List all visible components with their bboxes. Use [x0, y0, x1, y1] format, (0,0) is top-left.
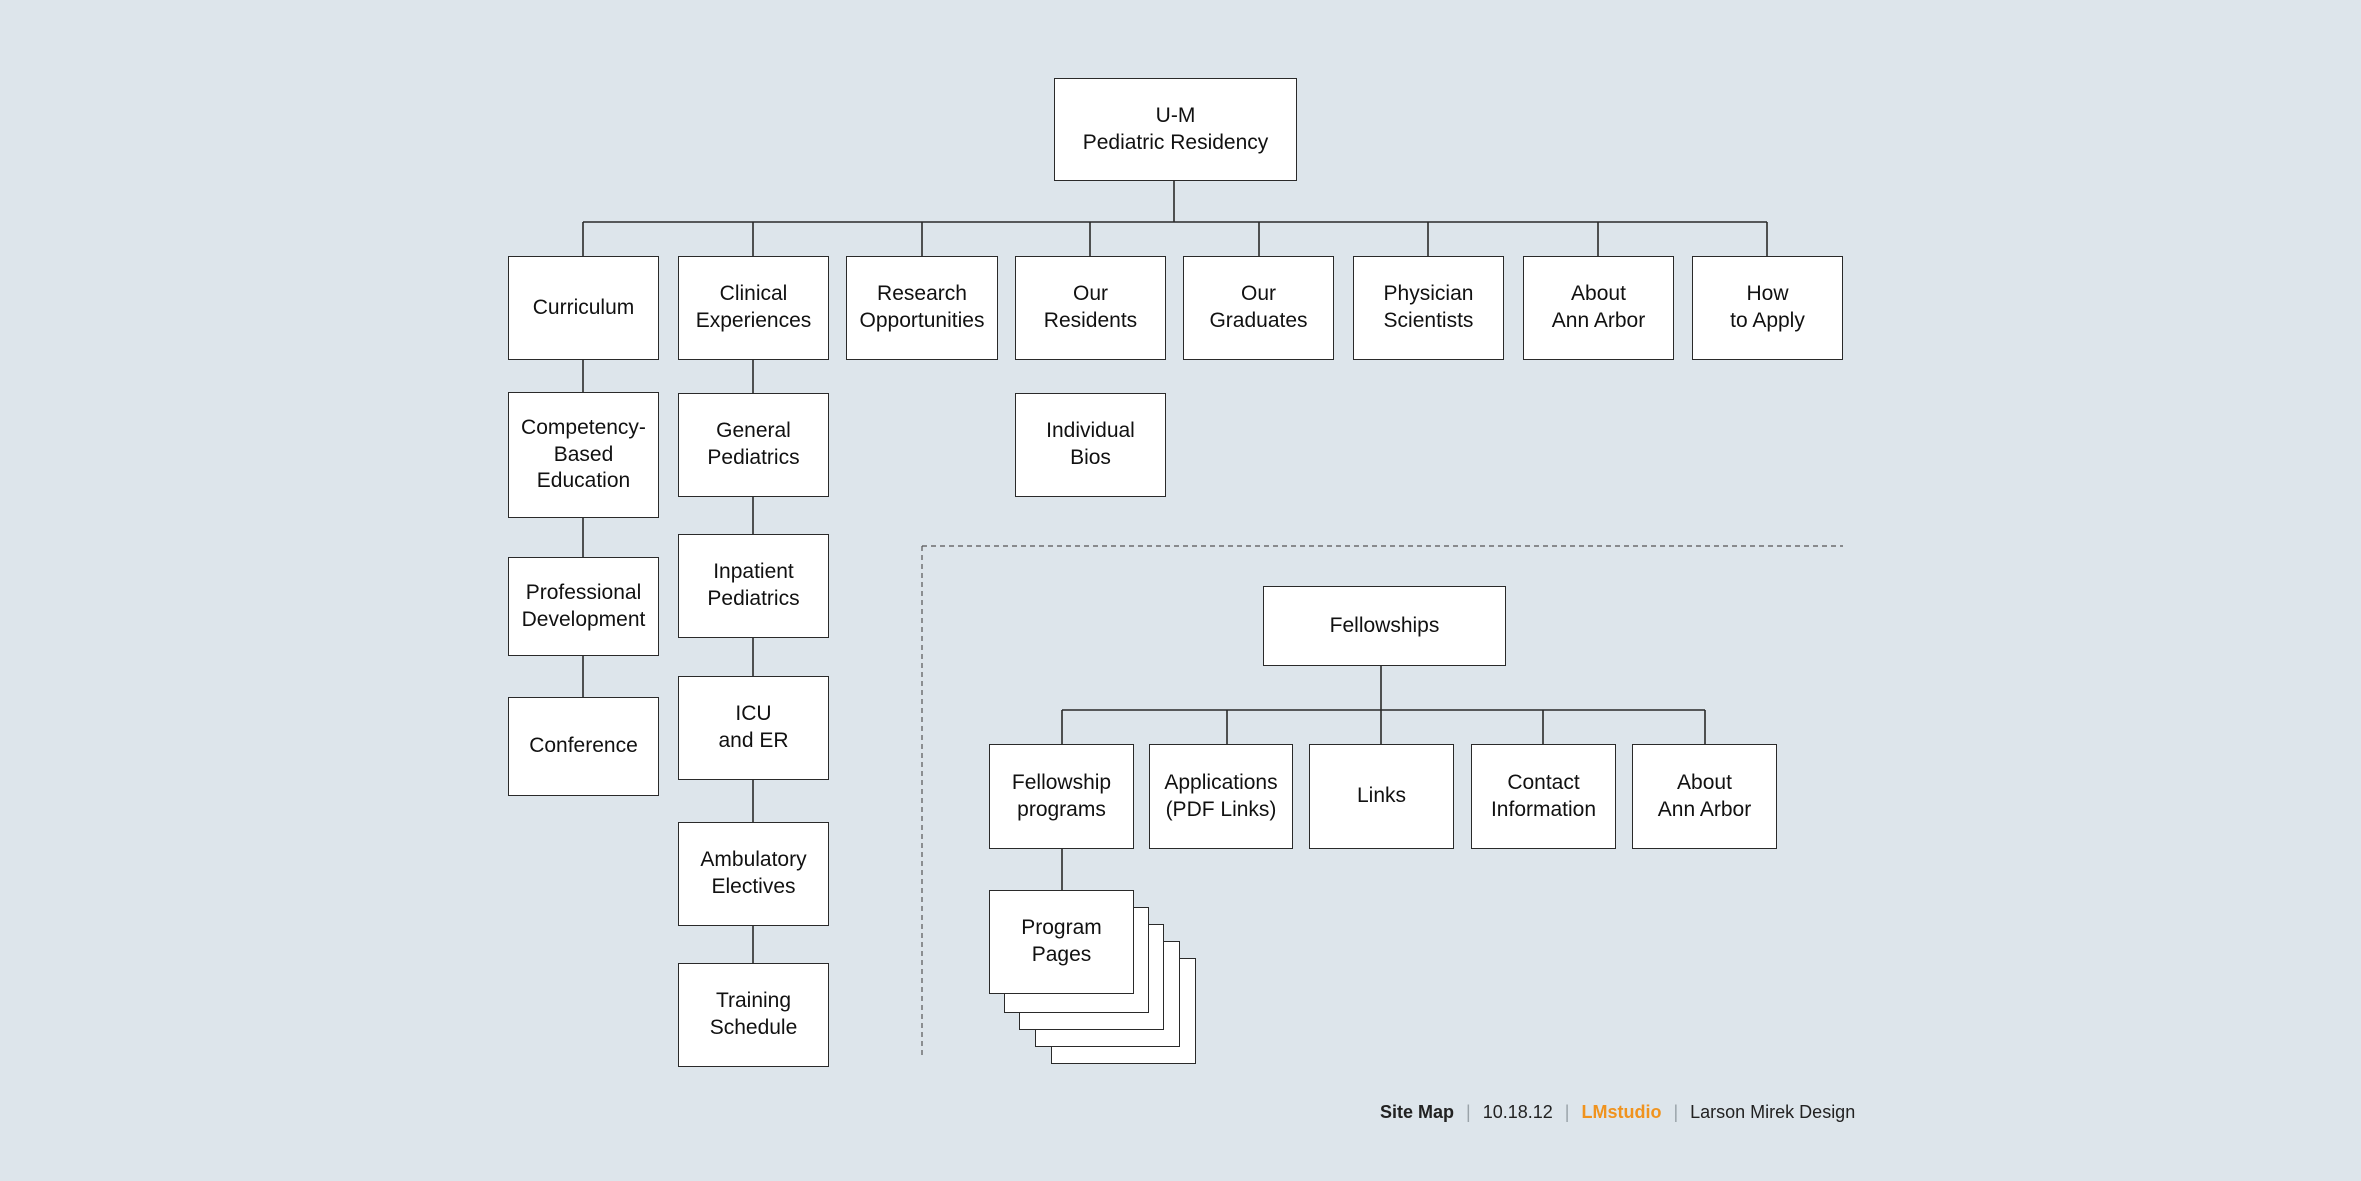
- research-opportunities-node: Research Opportunities: [846, 256, 998, 360]
- fellowships-node: Fellowships: [1263, 586, 1506, 666]
- footer-separator: |: [1466, 1101, 1471, 1122]
- inpatient-pediatrics-node: Inpatient Pediatrics: [678, 534, 829, 638]
- conference-node: Conference: [508, 697, 659, 796]
- program-pages-node: Program Pages: [989, 890, 1134, 994]
- root-node: U-M Pediatric Residency: [1054, 78, 1297, 181]
- footer-separator: |: [1564, 1101, 1570, 1122]
- icu-and-er-node: ICU and ER: [678, 676, 829, 780]
- footer-title: Site Map: [1380, 1101, 1455, 1122]
- fellowship-programs-node: Fellowship programs: [989, 744, 1134, 849]
- fellowships-about-ann-arbor-node: About Ann Arbor: [1632, 744, 1777, 849]
- individual-bios-node: Individual Bios: [1015, 393, 1166, 497]
- about-ann-arbor-node: About Ann Arbor: [1523, 256, 1674, 360]
- our-residents-node: Our Residents: [1015, 256, 1166, 360]
- clinical-experiences-node: Clinical Experiences: [678, 256, 829, 360]
- how-to-apply-node: How to Apply: [1692, 256, 1843, 360]
- training-schedule-node: Training Schedule: [678, 963, 829, 1067]
- curriculum-node: Curriculum: [508, 256, 659, 360]
- footer-separator: |: [1673, 1101, 1679, 1122]
- our-graduates-node: Our Graduates: [1183, 256, 1334, 360]
- footer-company: Larson Mirek Design: [1690, 1101, 1856, 1122]
- footer-date: 10.18.12: [1482, 1101, 1553, 1122]
- professional-development-node: Professional Development: [508, 557, 659, 656]
- physician-scientists-node: Physician Scientists: [1353, 256, 1504, 360]
- competency-based-education-node: Competency- Based Education: [508, 392, 659, 518]
- ambulatory-electives-node: Ambulatory Electives: [678, 822, 829, 926]
- applications-pdf-links-node: Applications (PDF Links): [1149, 744, 1293, 849]
- links-node: Links: [1309, 744, 1454, 849]
- contact-information-node: Contact Information: [1471, 744, 1616, 849]
- footer: Site Map | 10.18.12 | LMstudio | Larson …: [1380, 1100, 1855, 1124]
- footer-studio: LMstudio: [1581, 1101, 1662, 1122]
- general-pediatrics-node: General Pediatrics: [678, 393, 829, 497]
